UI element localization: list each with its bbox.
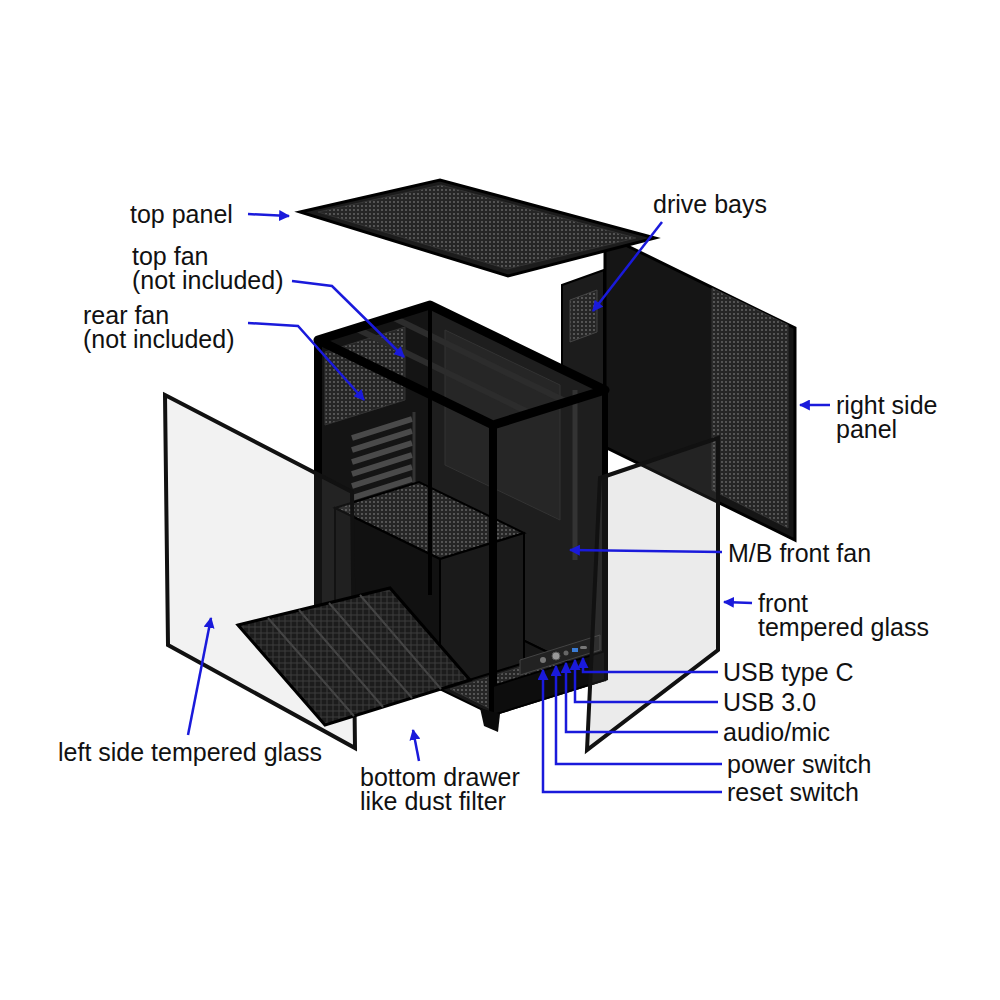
panel-mesh — [712, 288, 788, 528]
dust-filter — [238, 588, 470, 725]
part-label: rear fan (not included) — [83, 303, 234, 351]
top-frame — [318, 305, 605, 425]
label-line: USB type C — [723, 660, 854, 684]
leader-arrow — [188, 618, 211, 735]
power-button — [552, 652, 560, 660]
label-line: rear fan — [83, 303, 234, 327]
top-panel — [300, 180, 655, 276]
leader-arrow — [556, 666, 722, 764]
label-line: panel — [836, 417, 937, 441]
label-line: bottom drawer — [360, 765, 520, 789]
leader-arrow — [566, 663, 718, 732]
audio-jack — [564, 651, 569, 656]
label-line: drive bays — [653, 192, 767, 216]
label-line: USB 3.0 — [723, 690, 816, 714]
label-line: power switch — [727, 752, 872, 776]
leader-arrow — [413, 730, 419, 761]
case-foot — [480, 708, 500, 732]
part-label: power switch — [727, 752, 872, 776]
leader-arrow — [570, 550, 722, 552]
frame-pillar — [428, 305, 432, 595]
leader-arrow — [724, 602, 752, 603]
cable-grommet — [573, 390, 578, 560]
part-label: USB type C — [723, 660, 854, 684]
part-label: bottom drawer like dust filter — [360, 765, 520, 813]
leader-arrow — [593, 222, 662, 311]
label-line: left side tempered glass — [58, 740, 322, 764]
label-line: front — [758, 591, 929, 615]
usb-c-port — [580, 646, 587, 649]
label-line: tempered glass — [758, 615, 929, 639]
reset-button — [540, 657, 546, 663]
io-panel — [520, 635, 600, 675]
filter-ribs — [268, 595, 441, 716]
part-label: left side tempered glass — [58, 740, 322, 764]
frame-pillar — [489, 425, 497, 715]
leader-arrow — [248, 323, 364, 400]
part-label: right side panel — [836, 393, 937, 441]
label-line: right side — [836, 393, 937, 417]
part-label: drive bays — [653, 192, 767, 216]
label-line: (not included) — [132, 268, 283, 292]
part-label: M/B front fan — [728, 541, 871, 565]
part-label: top panel — [130, 202, 233, 226]
leader-arrow — [583, 658, 718, 672]
label-line: reset switch — [727, 780, 859, 804]
leader-arrow — [575, 660, 718, 702]
label-line: top fan — [132, 244, 283, 268]
label-line: audio/mic — [723, 720, 830, 744]
label-line: top panel — [130, 202, 233, 226]
part-label: front tempered glass — [758, 591, 929, 639]
leader-arrow — [800, 404, 830, 407]
leader-arrow — [292, 281, 404, 357]
part-label: top fan (not included) — [132, 244, 283, 292]
part-label: USB 3.0 — [723, 690, 816, 714]
part-label: audio/mic — [723, 720, 830, 744]
drive-bay — [570, 290, 597, 342]
leader-arrow — [543, 670, 722, 792]
leader-arrow — [248, 214, 289, 216]
part-label: reset switch — [727, 780, 859, 804]
label-line: M/B front fan — [728, 541, 871, 565]
label-line: (not included) — [83, 327, 234, 351]
usb-port — [572, 648, 578, 652]
top-panel-mesh — [318, 185, 636, 269]
label-line: like dust filter — [360, 789, 520, 813]
